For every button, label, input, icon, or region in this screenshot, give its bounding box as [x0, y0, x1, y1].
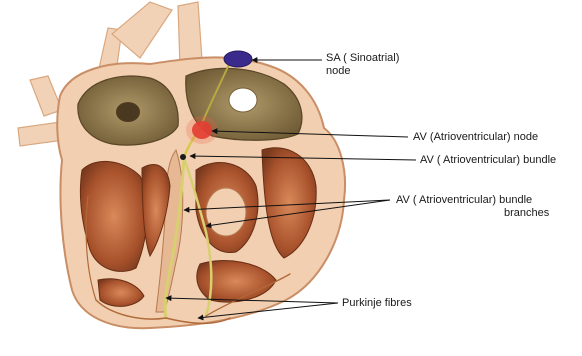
av-bundle-label: AV ( Atrioventricular) bundle	[420, 154, 556, 167]
bundle-branches-label-line1: AV ( Atrioventricular) bundle	[396, 194, 549, 207]
sa-node-label: SA ( Sinoatrial) node	[326, 52, 399, 78]
av-node-label: AV (Atrioventricular) node	[413, 131, 538, 144]
sa-node-label-line1: SA ( Sinoatrial)	[326, 52, 399, 65]
ventricle-cavity	[206, 188, 246, 236]
atrium-opening	[229, 88, 257, 112]
sa-node	[224, 51, 252, 67]
av-bundle-marker	[180, 154, 186, 160]
purkinje-label: Purkinje fibres	[342, 297, 412, 310]
atrium-opening-right	[116, 102, 140, 122]
sa-node-label-line2: node	[326, 65, 399, 78]
bundle-branches-label-line2: branches	[396, 207, 549, 220]
bundle-branches-label: AV ( Atrioventricular) bundle branches	[396, 194, 549, 220]
